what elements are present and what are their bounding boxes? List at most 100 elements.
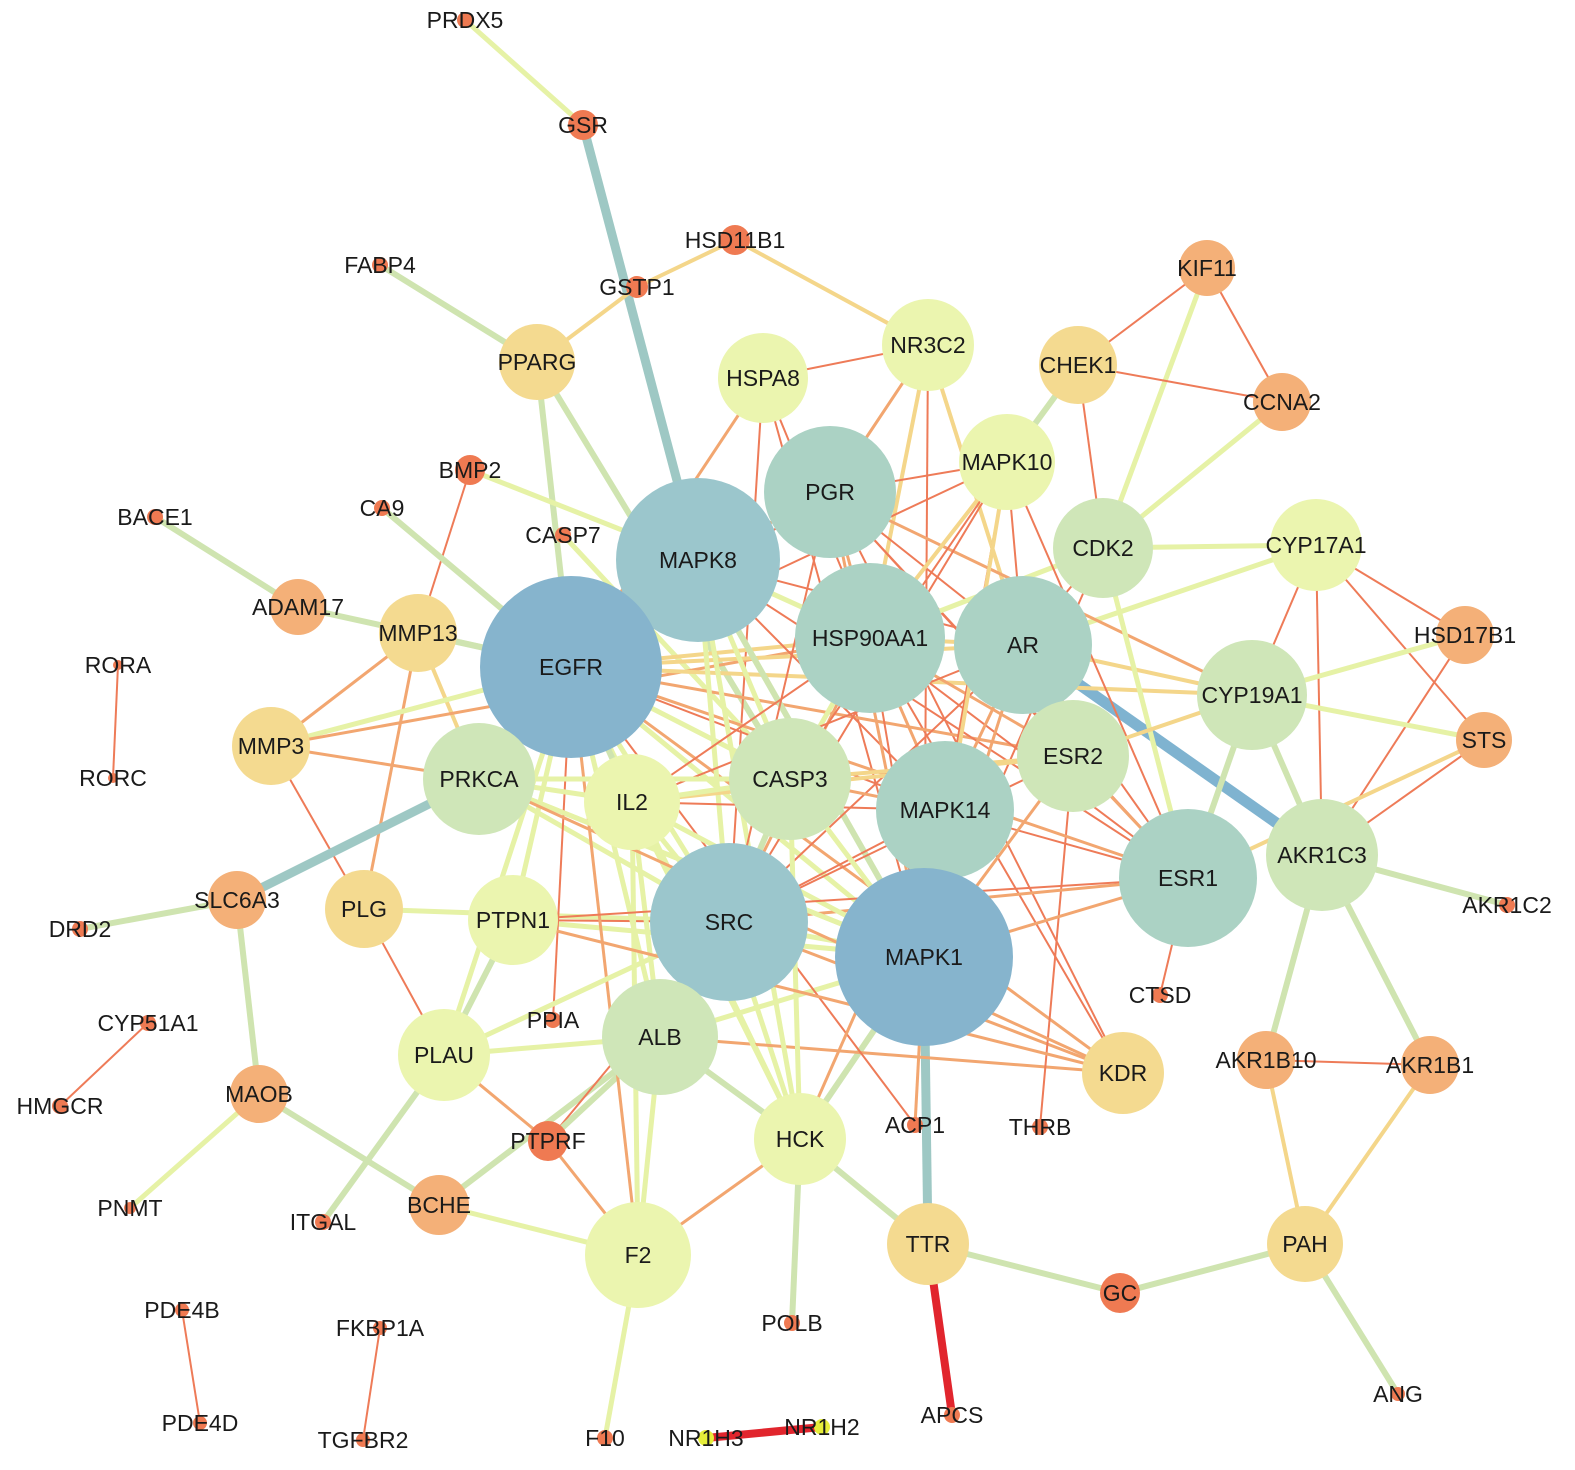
node-ptpn1[interactable]: PTPN1 bbox=[468, 875, 558, 965]
node-gsr[interactable]: GSR bbox=[558, 110, 608, 140]
edge-gstp1-hsd11b1 bbox=[636, 238, 736, 289]
node-fkbp1a[interactable]: FKBP1A bbox=[336, 1315, 425, 1341]
node-label: ESR1 bbox=[1158, 865, 1218, 891]
node-ca9[interactable]: CA9 bbox=[360, 495, 405, 521]
node-circle bbox=[1267, 1206, 1343, 1282]
node-circle bbox=[954, 576, 1092, 714]
node-polb[interactable]: POLB bbox=[761, 1310, 822, 1336]
node-circle bbox=[480, 576, 662, 758]
node-prkca[interactable]: PRKCA bbox=[423, 723, 535, 835]
node-hmgcr[interactable]: HMGCR bbox=[17, 1093, 104, 1119]
node-mapk14[interactable]: MAPK14 bbox=[876, 741, 1014, 879]
node-esr1[interactable]: ESR1 bbox=[1119, 809, 1257, 947]
node-gc[interactable]: GC bbox=[1100, 1273, 1140, 1313]
node-casp3[interactable]: CASP3 bbox=[729, 718, 851, 840]
node-src[interactable]: SRC bbox=[650, 843, 808, 1001]
node-hsp90aa1[interactable]: HSP90AA1 bbox=[795, 563, 945, 713]
node-chek1[interactable]: CHEK1 bbox=[1039, 326, 1117, 404]
node-label: NR1H2 bbox=[784, 1414, 859, 1440]
node-tgfbr2[interactable]: TGFBR2 bbox=[318, 1427, 409, 1453]
node-circle bbox=[795, 563, 945, 713]
node-label: AR bbox=[1007, 632, 1039, 658]
node-cyp17a1[interactable]: CYP17A1 bbox=[1265, 499, 1367, 591]
node-circle bbox=[882, 299, 974, 391]
node-circle bbox=[1499, 897, 1515, 913]
node-mapk8[interactable]: MAPK8 bbox=[616, 478, 780, 642]
node-kif11[interactable]: KIF11 bbox=[1177, 240, 1237, 296]
node-label: PTPRF bbox=[510, 1128, 585, 1154]
node-adam17[interactable]: ADAM17 bbox=[252, 579, 344, 635]
node-f2[interactable]: F2 bbox=[585, 1202, 691, 1308]
edge-mmp13-plg bbox=[362, 632, 420, 910]
node-cdk2[interactable]: CDK2 bbox=[1053, 498, 1153, 598]
node-kdr[interactable]: KDR bbox=[1082, 1032, 1164, 1114]
node-circle bbox=[1266, 799, 1378, 911]
node-circle bbox=[1039, 326, 1117, 404]
node-itgal[interactable]: ITGAL bbox=[290, 1209, 357, 1235]
node-label: CCNA2 bbox=[1243, 389, 1321, 415]
node-thrb[interactable]: THRB bbox=[1009, 1114, 1072, 1140]
node-egfr[interactable]: EGFR bbox=[480, 576, 662, 758]
node-ar[interactable]: AR bbox=[954, 576, 1092, 714]
node-ptprf[interactable]: PTPRF bbox=[510, 1121, 586, 1161]
node-label: NR3C2 bbox=[890, 332, 965, 358]
node-casp7[interactable]: CASP7 bbox=[525, 522, 600, 548]
node-alb[interactable]: ALB bbox=[602, 979, 718, 1095]
node-circle bbox=[270, 579, 326, 635]
node-plg[interactable]: PLG bbox=[325, 870, 403, 948]
node-plau[interactable]: PLAU bbox=[398, 1009, 490, 1101]
node-ang[interactable]: ANG bbox=[1373, 1381, 1423, 1407]
node-rora[interactable]: RORA bbox=[85, 652, 152, 678]
node-sts[interactable]: STS bbox=[1456, 712, 1512, 768]
node-apcs[interactable]: APCS bbox=[921, 1402, 984, 1428]
node-cyp51a1[interactable]: CYP51A1 bbox=[97, 1010, 198, 1036]
node-circle bbox=[457, 12, 473, 28]
node-pde4d[interactable]: PDE4D bbox=[162, 1410, 239, 1436]
edge-kdr-egfr bbox=[570, 665, 1124, 1075]
node-f10[interactable]: F10 bbox=[585, 1425, 625, 1451]
node-ccna2[interactable]: CCNA2 bbox=[1243, 373, 1321, 431]
node-akr1b1[interactable]: AKR1B1 bbox=[1386, 1036, 1474, 1094]
node-label: PTPN1 bbox=[476, 907, 550, 933]
node-akr1c3[interactable]: AKR1C3 bbox=[1266, 799, 1378, 911]
node-nr3c2[interactable]: NR3C2 bbox=[882, 299, 974, 391]
node-maob[interactable]: MAOB bbox=[225, 1065, 293, 1123]
node-pgr[interactable]: PGR bbox=[764, 426, 896, 558]
node-label: HSP90AA1 bbox=[812, 625, 928, 651]
node-mapk1[interactable]: MAPK1 bbox=[835, 868, 1013, 1046]
node-gstp1[interactable]: GSTP1 bbox=[599, 274, 674, 300]
node-label: MAPK1 bbox=[885, 944, 963, 970]
node-acp1[interactable]: ACP1 bbox=[885, 1112, 945, 1138]
node-nr1h2[interactable]: NR1H2 bbox=[784, 1414, 859, 1440]
node-il2[interactable]: IL2 bbox=[584, 754, 680, 850]
node-akr1c2[interactable]: AKR1C2 bbox=[1462, 892, 1551, 918]
node-bche[interactable]: BCHE bbox=[407, 1175, 471, 1235]
node-cyp19a1[interactable]: CYP19A1 bbox=[1197, 640, 1307, 750]
node-bace1[interactable]: BACE1 bbox=[117, 504, 192, 530]
node-hsd17b1[interactable]: HSD17B1 bbox=[1414, 606, 1516, 664]
node-bmp2[interactable]: BMP2 bbox=[439, 455, 502, 485]
node-hck[interactable]: HCK bbox=[754, 1093, 846, 1185]
node-nr1h3[interactable]: NR1H3 bbox=[668, 1425, 743, 1451]
node-prdx5[interactable]: PRDX5 bbox=[427, 7, 504, 33]
node-mapk10[interactable]: MAPK10 bbox=[959, 414, 1055, 510]
node-pah[interactable]: PAH bbox=[1267, 1206, 1343, 1282]
node-akr1b10[interactable]: AKR1B10 bbox=[1215, 1031, 1317, 1089]
node-pde4b[interactable]: PDE4B bbox=[144, 1297, 219, 1323]
node-mmp3[interactable]: MMP3 bbox=[232, 707, 310, 785]
node-label: PPIA bbox=[527, 1007, 580, 1033]
node-label: KIF11 bbox=[1177, 255, 1237, 281]
node-ppia[interactable]: PPIA bbox=[527, 1007, 580, 1033]
node-hsd11b1[interactable]: HSD11B1 bbox=[685, 225, 786, 255]
node-esr2[interactable]: ESR2 bbox=[1017, 700, 1129, 812]
node-ctsd[interactable]: CTSD bbox=[1129, 982, 1192, 1008]
node-fabp4[interactable]: FABP4 bbox=[344, 252, 416, 278]
node-pparg[interactable]: PPARG bbox=[498, 324, 577, 400]
node-mmp13[interactable]: MMP13 bbox=[378, 594, 458, 672]
node-hspa8[interactable]: HSPA8 bbox=[718, 333, 808, 423]
node-slc6a3[interactable]: SLC6A3 bbox=[194, 871, 280, 929]
node-pnmt[interactable]: PNMT bbox=[97, 1195, 162, 1221]
node-rorc[interactable]: RORC bbox=[79, 765, 147, 791]
node-drd2[interactable]: DRD2 bbox=[49, 916, 112, 942]
node-ttr[interactable]: TTR bbox=[887, 1203, 969, 1285]
